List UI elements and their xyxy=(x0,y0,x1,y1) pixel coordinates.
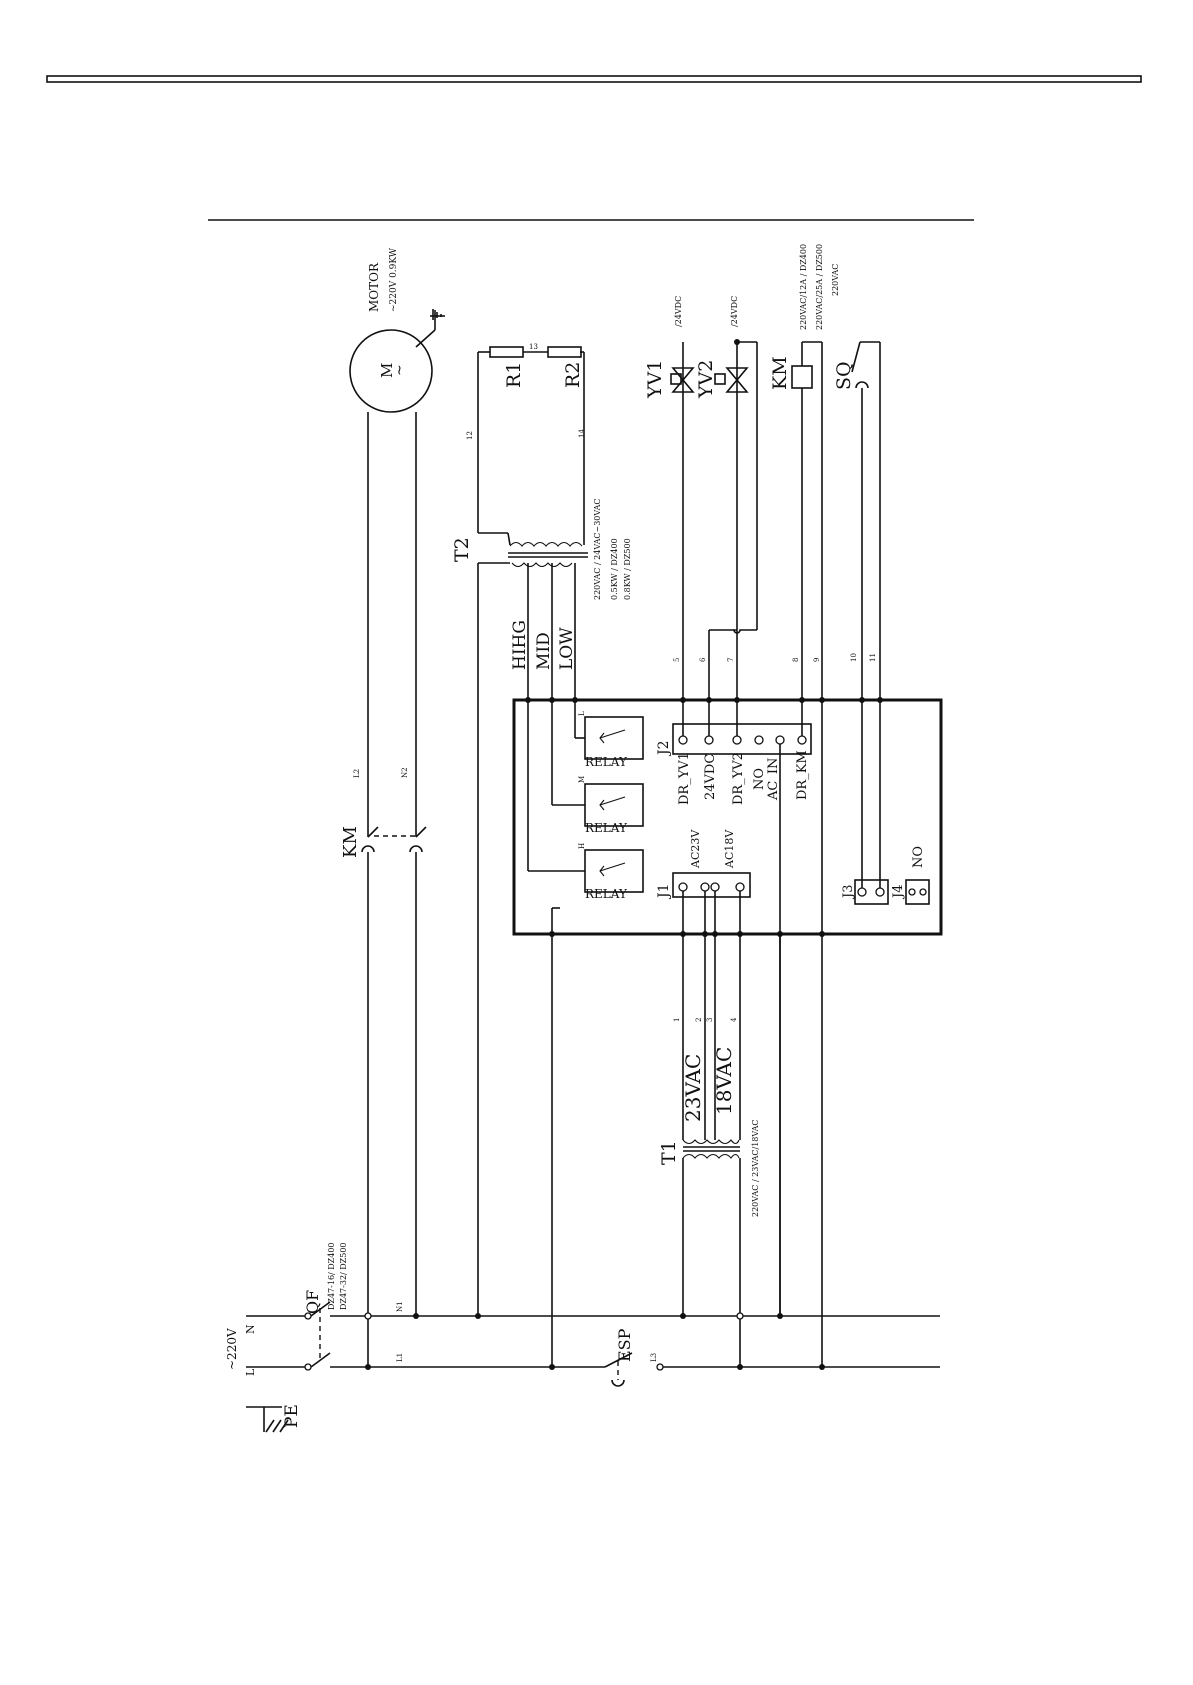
wire-label-13: 13 xyxy=(529,343,538,351)
label-23vac: 23VAC xyxy=(681,1054,705,1122)
header-rule xyxy=(46,75,1142,83)
label-dr-km: DR_KM xyxy=(795,750,810,800)
wire-label-2: 2 xyxy=(695,1018,703,1022)
label-j4-no: NO xyxy=(911,846,926,868)
label-sq-volt: 220VAC xyxy=(831,264,840,296)
esp-emergency-stop-symbol xyxy=(604,1352,664,1387)
label-km: KM xyxy=(769,356,791,390)
wire-label-14: 14 xyxy=(578,429,586,438)
wire-label-5: 5 xyxy=(673,658,681,662)
label-j2: J2 xyxy=(656,740,672,757)
wire-label-1: 1 xyxy=(673,1018,681,1022)
wire-label-11: 11 xyxy=(869,653,877,662)
wire-label-n2: N2 xyxy=(401,767,409,778)
board-entry-dots xyxy=(525,697,883,937)
label-yv2-volt: /24VDC xyxy=(730,296,739,327)
label-18vac: 18VAC xyxy=(712,1047,736,1115)
qf-breaker-symbol xyxy=(304,1301,331,1371)
wire-label-l2: L2 xyxy=(353,769,361,778)
motor-ground-icon xyxy=(415,309,445,348)
label-t2-spec: 220VAC / 24VAC~30VAC xyxy=(593,498,602,600)
km-coil-sq-branch xyxy=(791,341,881,1370)
label-esp: ESP xyxy=(615,1328,634,1362)
wire-label-7: 7 xyxy=(727,658,735,662)
wire-label-8: 8 xyxy=(792,658,800,662)
label-supply-220v: ~220V xyxy=(225,1328,239,1370)
label-qf-spec1: DZ47-16/ DZ400 xyxy=(327,1242,336,1310)
label-ac23v: AC23V xyxy=(689,829,702,869)
wire-label-n1: N1 xyxy=(396,1301,404,1312)
label-t1-spec: 220VAC / 23VAC/18VAC xyxy=(751,1119,760,1217)
label-low: LOW xyxy=(557,627,577,670)
label-relay-h: H xyxy=(578,843,586,849)
supply-bus xyxy=(246,1315,940,1368)
label-j3: J3 xyxy=(841,885,856,900)
relay-low xyxy=(574,700,644,760)
label-r1: R1 xyxy=(503,362,525,388)
km-main-contact-symbol xyxy=(361,826,427,853)
label-dr-yv1: DR_YV1 xyxy=(677,752,692,805)
heater-branch xyxy=(475,346,588,1319)
motor-branch xyxy=(364,412,419,1370)
label-l: L xyxy=(244,1368,257,1376)
label-t2: T2 xyxy=(451,537,473,562)
label-km-spec1: 220VAC/12A / DZ400 xyxy=(799,244,808,330)
label-relay-2: RELAY xyxy=(585,821,628,835)
label-j1: J1 xyxy=(656,883,672,900)
label-t2-rating2: 0.8KW / DZ500 xyxy=(623,538,632,600)
wire-label-l1: L1 xyxy=(396,1353,404,1362)
pe-earth-symbol xyxy=(246,1406,289,1433)
label-pe: PE xyxy=(282,1404,302,1428)
label-yv1: YV1 xyxy=(644,360,666,399)
wire-label-9: 9 xyxy=(813,658,821,662)
label-motor-m: M xyxy=(378,363,396,378)
wire-label-6: 6 xyxy=(699,657,707,662)
label-mid: MID xyxy=(534,632,554,670)
label-ac18v: AC18V xyxy=(723,829,736,869)
label-motor-tilde: ~ xyxy=(392,364,408,376)
label-yv2: YV2 xyxy=(695,360,717,399)
wire-label-3: 3 xyxy=(706,1018,714,1022)
label-sq: SQ xyxy=(833,361,855,390)
label-km-spec2: 220VAC/25A / DZ500 xyxy=(815,244,824,330)
label-relay-l: L xyxy=(578,711,586,716)
motor-symbol xyxy=(349,329,433,413)
label-relay-3: RELAY xyxy=(585,887,628,901)
label-j2-no: NO xyxy=(752,768,767,790)
t1-transformer xyxy=(680,1139,744,1370)
label-t2-rating1: 0.5KW / DZ400 xyxy=(610,538,619,600)
label-relay-m: M xyxy=(578,776,586,783)
label-j4: J4 xyxy=(891,885,906,900)
label-yv1-volt: /24VDC xyxy=(674,296,683,327)
label-km-contact: KM xyxy=(340,826,361,858)
valve-branch xyxy=(670,339,758,700)
text-labels: MOTOR ~220V 0.9KW M ~ R1 R2 T2 220VAC / … xyxy=(225,244,926,1428)
j1-connector xyxy=(672,872,751,1140)
relay-mid xyxy=(551,700,644,827)
j3-j4-connector xyxy=(854,700,930,905)
wire-label-12: 12 xyxy=(466,431,474,440)
label-qf-spec2: DZ47-32/ DZ500 xyxy=(339,1242,348,1310)
wire-label-10: 10 xyxy=(850,653,858,662)
relay-high xyxy=(527,700,644,1370)
wire-label-l3: L3 xyxy=(650,1353,658,1362)
label-qf: QF xyxy=(303,1290,322,1314)
label-24vdc: 24VDC xyxy=(703,754,718,800)
label-t1: T1 xyxy=(658,1140,680,1165)
label-motor: MOTOR xyxy=(367,262,381,312)
label-n: N xyxy=(244,1324,257,1334)
label-ac-in: AC_IN xyxy=(766,758,781,801)
label-relay-1: RELAY xyxy=(585,755,628,769)
label-r2: R2 xyxy=(562,362,584,388)
label-hihg: HIHG xyxy=(510,620,530,670)
controller-board xyxy=(512,698,943,936)
wire-label-4: 4 xyxy=(730,1017,738,1022)
label-dr-yv2: DR_YV2 xyxy=(731,752,746,805)
label-motor-rating: ~220V 0.9KW xyxy=(389,247,399,312)
